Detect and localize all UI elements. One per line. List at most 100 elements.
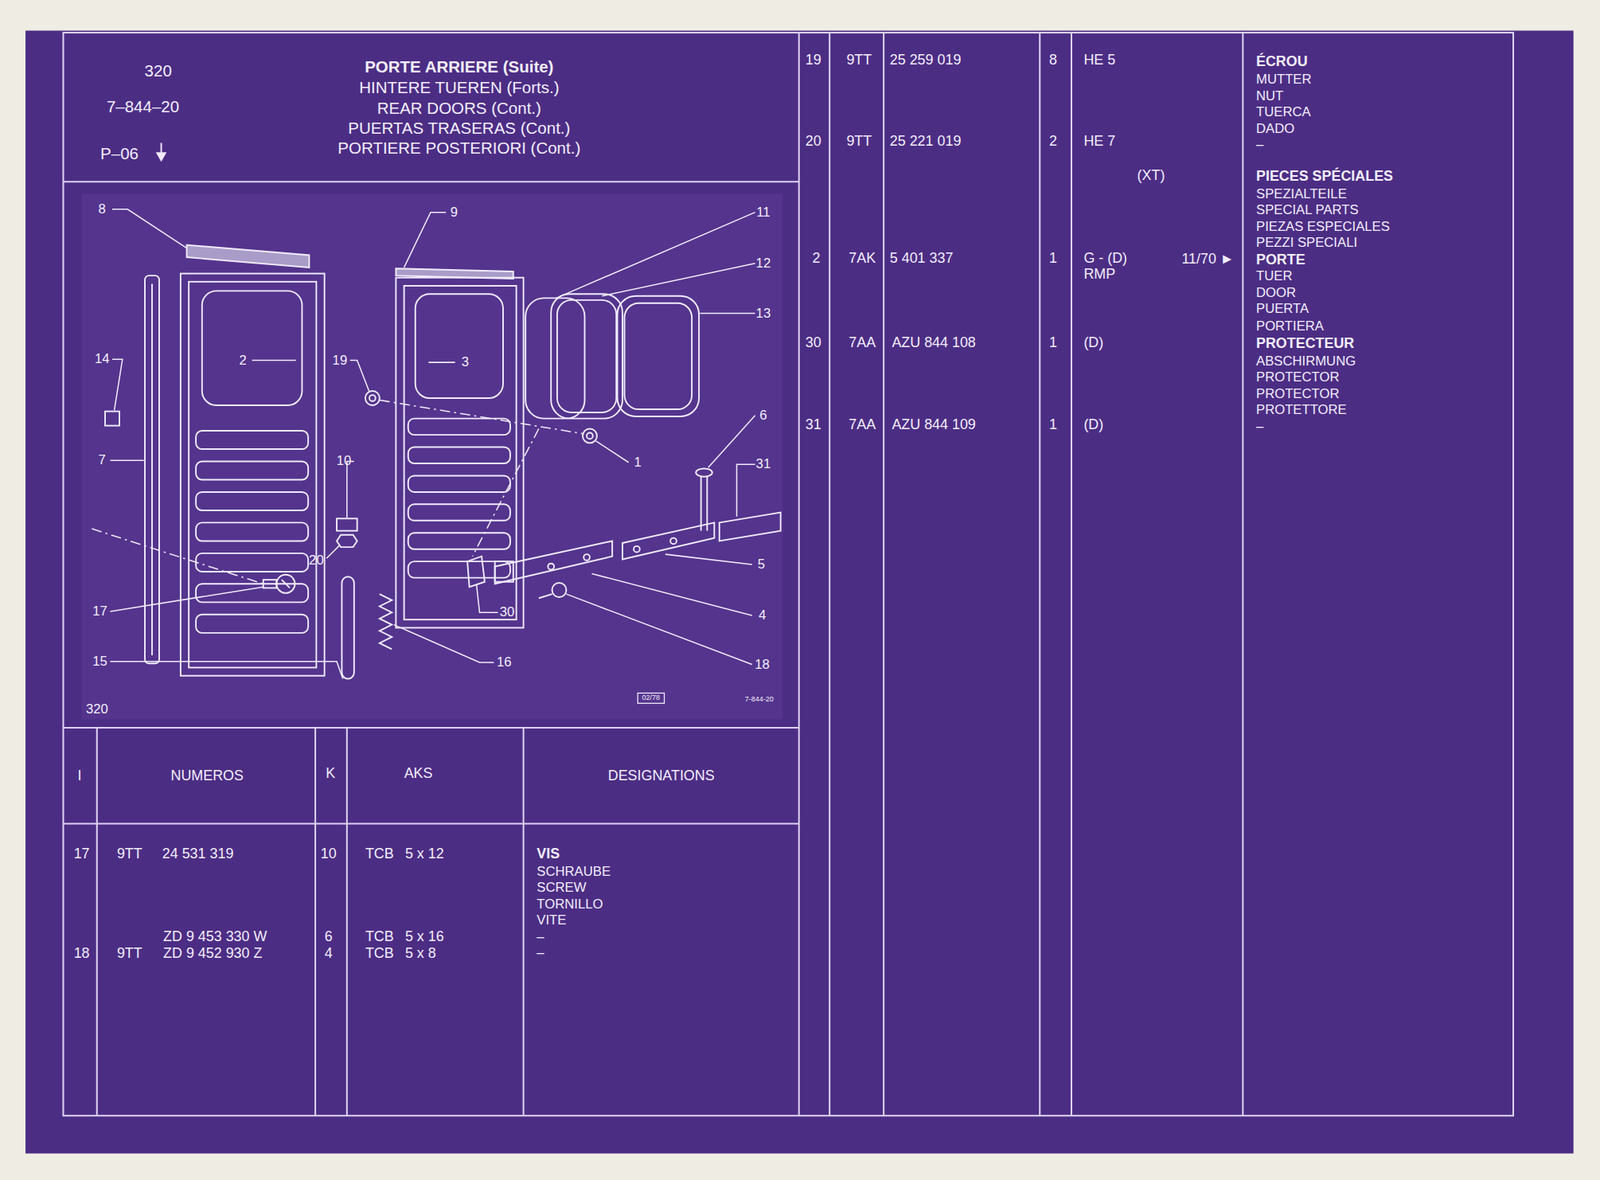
table-cell: DESIGNATIONS [608, 767, 715, 785]
table-cell: 1 [1049, 334, 1058, 352]
table-cell: ZD 9 452 930 Z [163, 944, 262, 962]
callout-number: 10 [336, 452, 352, 469]
designation-text: VITE [536, 912, 566, 929]
table-cell: AZU 844 109 [891, 416, 976, 434]
table-cell: 25 221 019 [889, 132, 962, 150]
callout-number: 19 [332, 352, 348, 369]
designation-text: PROTETTORE [1256, 401, 1347, 418]
table-cell: (D) [1083, 416, 1104, 434]
designation-text: MUTTER [1256, 71, 1312, 88]
callout-number: 11 [756, 204, 770, 221]
callout-number: 4 [758, 607, 766, 624]
table-cell: NUMEROS [170, 767, 243, 785]
designation-text: PUERTA [1256, 300, 1309, 317]
table-cell: 9TT [846, 51, 872, 69]
table-cell: AKS [404, 764, 434, 782]
table-cell: (XT) [1137, 167, 1166, 184]
table-cell: 24 531 319 [162, 845, 235, 863]
callout-number: 7 [98, 452, 106, 469]
table-cell: 9TT [117, 845, 143, 863]
designation-text: SCHRAUBE [536, 863, 611, 880]
table-cell: 19 [805, 51, 822, 69]
header-text: PUERTAS TRASERAS (Cont.) [347, 118, 570, 139]
table-cell: 5 x 12 [405, 845, 445, 863]
callout-number: 31 [756, 456, 772, 473]
table-cell: TCB [365, 845, 395, 863]
callout-number: 17 [92, 603, 108, 620]
designation-text: VIS [536, 845, 560, 863]
header-text: P–06 [100, 144, 139, 164]
table-cell: HE 5 [1083, 51, 1116, 69]
callout-number: 12 [756, 255, 772, 272]
table-cell: 31 [805, 416, 822, 434]
table-cell: AZU 844 108 [891, 334, 976, 352]
header-text: REAR DOORS (Cont.) [377, 98, 542, 119]
designation-text: – [1256, 136, 1264, 153]
callout-number: 1 [634, 454, 642, 471]
drawing-reference: 7-844-20 [745, 694, 774, 704]
callout-number: 3 [461, 354, 469, 371]
table-cell: 17 [74, 845, 90, 863]
designation-text: PORTIERA [1256, 318, 1324, 335]
callout-number: 5 [757, 556, 765, 573]
designation-text: PORTE [1256, 251, 1306, 269]
callout-number: 16 [496, 654, 512, 671]
table-cell: ZD 9 453 330 W [163, 928, 267, 945]
header-text: HINTERE TUEREN (Forts.) [359, 78, 559, 98]
table-cell: 10 [320, 845, 337, 863]
table-cell: 2 [812, 249, 821, 267]
table-cell: I [78, 767, 82, 785]
callout-number: 20 [308, 552, 324, 569]
callout-number: 6 [759, 407, 767, 424]
table-cell: TCB [365, 944, 395, 962]
designation-text: DOOR [1256, 284, 1296, 301]
table-cell: 7AA [848, 334, 876, 352]
designation-text: TORNILLO [536, 896, 603, 913]
designation-text: SPECIAL PARTS [1256, 202, 1359, 219]
designation-text: ABSCHIRMUNG [1256, 353, 1356, 370]
table-cell: 20 [805, 132, 822, 150]
table-cell: 7AA [848, 416, 876, 434]
table-cell: 9TT [117, 944, 143, 962]
drawing-reference: 320 [85, 701, 109, 718]
table-cell: 1 [1049, 416, 1058, 434]
designation-text: TUERCA [1256, 104, 1312, 121]
table-cell: 5 x 8 [405, 944, 437, 962]
table-cell: 2 [1049, 132, 1058, 150]
callout-number: 30 [499, 604, 516, 621]
designation-text: – [536, 944, 544, 961]
table-cell: 25 259 019 [889, 51, 962, 69]
callout-number: 18 [754, 656, 770, 673]
table-cell: HE 7 [1083, 132, 1116, 150]
table-cell: 6 [324, 928, 333, 945]
designation-text: DADO [1256, 120, 1295, 137]
designation-text: – [1256, 418, 1264, 435]
table-cell: K [325, 764, 336, 782]
header-text: PORTE ARRIERE (Suite) [364, 57, 554, 78]
table-cell: TCB [365, 928, 395, 945]
table-cell: (D) [1083, 334, 1104, 352]
designation-text: ÉCROU [1256, 53, 1308, 71]
designation-text: PIEZAS ESPECIALES [1256, 218, 1390, 235]
table-cell: 18 [74, 944, 90, 962]
designation-text: PEZZI SPECIALI [1256, 234, 1358, 251]
designation-text: SPEZIALTEILE [1256, 186, 1347, 203]
table-cell: 9TT [846, 132, 872, 150]
table-cell: 30 [805, 334, 822, 352]
table-cell: 4 [324, 944, 333, 962]
callout-number: 14 [94, 351, 110, 367]
table-cell: 11/70 ► [1181, 250, 1234, 268]
header-text: 320 [144, 61, 172, 82]
table-cell: RMP [1083, 265, 1116, 283]
callout-number: 2 [238, 352, 246, 369]
callout-number: 9 [450, 204, 458, 221]
callout-number: 15 [92, 653, 108, 670]
table-cell: 5 x 16 [405, 928, 445, 945]
designation-text: PIECES SPÉCIALES [1256, 167, 1394, 185]
callout-number: 13 [756, 305, 772, 322]
table-cell: 5 401 337 [889, 249, 954, 267]
table-cell: 8 [1049, 51, 1058, 69]
designation-text: – [536, 928, 544, 945]
callout-number: 8 [98, 201, 106, 218]
